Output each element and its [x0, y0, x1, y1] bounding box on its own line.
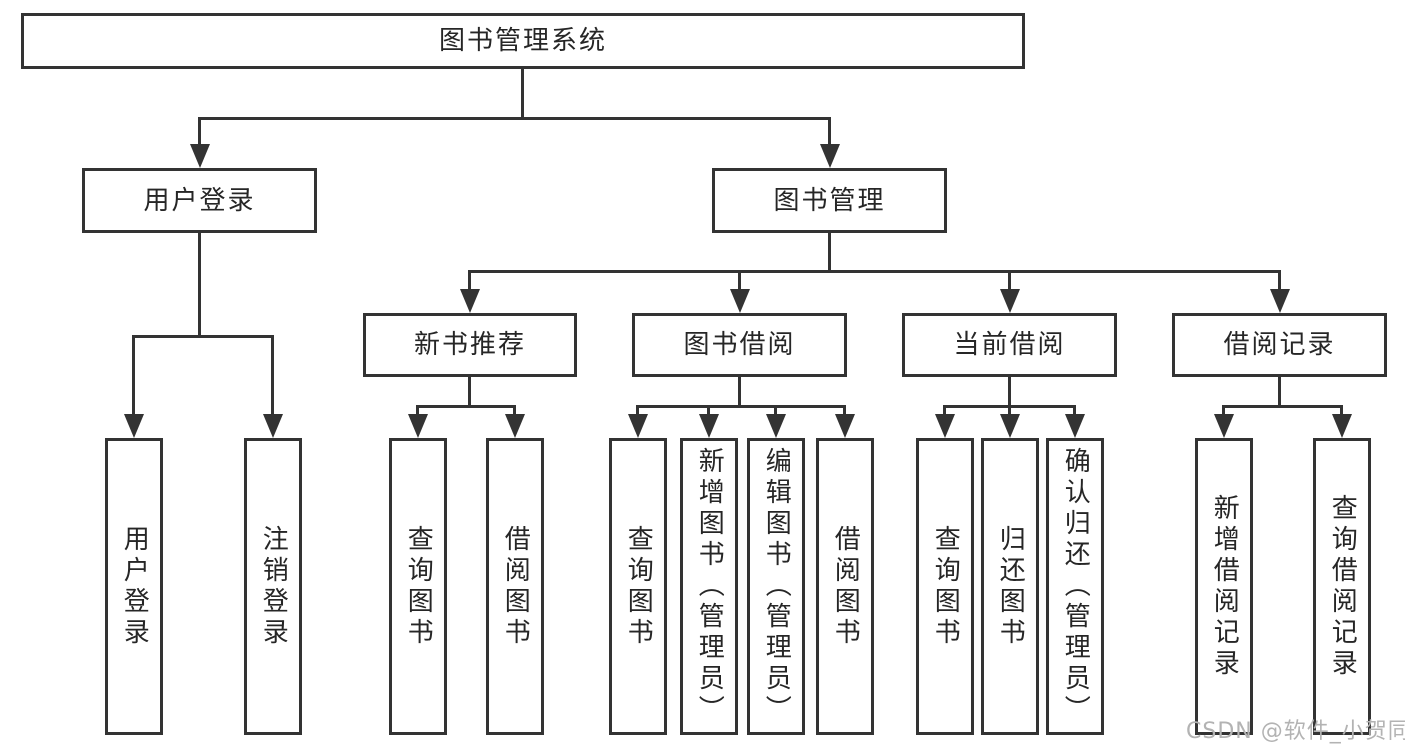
leaf-query-books-current: 查询图书 — [916, 438, 974, 735]
connector-line — [132, 335, 274, 338]
connector-line — [1008, 270, 1011, 292]
leaf-borrow-books: 借阅图书 — [816, 438, 874, 735]
arrowhead-down-icon — [124, 414, 144, 438]
leaf-logout: 注销登录 — [244, 438, 302, 735]
connector-line — [513, 405, 516, 417]
connector-line — [271, 335, 274, 417]
arrowhead-down-icon — [1065, 414, 1085, 438]
connector-line — [468, 270, 471, 292]
connector-line — [468, 377, 471, 407]
connector-line — [1073, 405, 1076, 417]
arrowhead-down-icon — [935, 414, 955, 438]
leaf-query-borrow-record: 查询借阅记录 — [1313, 438, 1371, 735]
arrowhead-down-icon — [1270, 289, 1290, 313]
leaf-query-books-recommend: 查询图书 — [389, 438, 447, 735]
node-current-borrow: 当前借阅 — [902, 313, 1117, 377]
node-borrow-records: 借阅记录 — [1172, 313, 1387, 377]
node-user-login: 用户登录 — [82, 168, 317, 233]
connector-line — [1222, 405, 1225, 417]
connector-line — [738, 377, 741, 407]
leaf-edit-book-admin: 编辑图书（管理员） — [747, 438, 805, 735]
arrowhead-down-icon — [835, 414, 855, 438]
connector-line — [1278, 270, 1281, 292]
connector-line — [198, 233, 201, 335]
connector-line — [1278, 377, 1281, 407]
arrowhead-down-icon — [1214, 414, 1234, 438]
leaf-borrow-books-recommend: 借阅图书 — [486, 438, 544, 735]
arrowhead-down-icon — [1332, 414, 1352, 438]
arrowhead-down-icon — [505, 414, 525, 438]
connector-line — [521, 69, 524, 119]
node-new-book-recommend: 新书推荐 — [363, 313, 577, 377]
arrowhead-down-icon — [1000, 414, 1020, 438]
arrowhead-down-icon — [263, 414, 283, 438]
arrowhead-down-icon — [730, 289, 750, 313]
connector-line — [1222, 405, 1343, 408]
connector-line — [843, 405, 846, 417]
connector-line — [943, 405, 946, 417]
connector-line — [416, 405, 516, 408]
node-library-system: 图书管理系统 — [21, 13, 1025, 69]
connector-line — [828, 117, 831, 147]
connector-line — [1008, 405, 1011, 417]
connector-line — [738, 270, 741, 292]
arrowhead-down-icon — [1000, 289, 1020, 313]
leaf-return-books: 归还图书 — [981, 438, 1039, 735]
connector-line — [198, 117, 831, 120]
connector-line — [636, 405, 846, 408]
connector-line — [828, 233, 831, 272]
connector-line — [416, 405, 419, 417]
leaf-confirm-return-admin: 确认归还（管理员） — [1046, 438, 1104, 735]
node-book-borrow: 图书借阅 — [632, 313, 847, 377]
leaf-add-book-admin: 新增图书（管理员） — [680, 438, 738, 735]
arrowhead-down-icon — [190, 144, 210, 168]
connector-line — [707, 405, 710, 417]
arrowhead-down-icon — [628, 414, 648, 438]
arrowhead-down-icon — [820, 144, 840, 168]
connector-line — [132, 335, 135, 417]
leaf-add-borrow-record: 新增借阅记录 — [1195, 438, 1253, 735]
arrowhead-down-icon — [408, 414, 428, 438]
csdn-watermark: CSDN @软件_小贺同学 — [1186, 719, 1405, 744]
arrowhead-down-icon — [766, 414, 786, 438]
connector-line — [198, 117, 201, 147]
arrowhead-down-icon — [460, 289, 480, 313]
node-book-management: 图书管理 — [712, 168, 947, 233]
connector-line — [774, 405, 777, 417]
connector-line — [1340, 405, 1343, 417]
connector-line — [468, 270, 1281, 273]
arrowhead-down-icon — [699, 414, 719, 438]
connector-line — [1008, 377, 1011, 407]
leaf-user-login: 用户登录 — [105, 438, 163, 735]
connector-line — [636, 405, 639, 417]
leaf-query-books-borrow: 查询图书 — [609, 438, 667, 735]
